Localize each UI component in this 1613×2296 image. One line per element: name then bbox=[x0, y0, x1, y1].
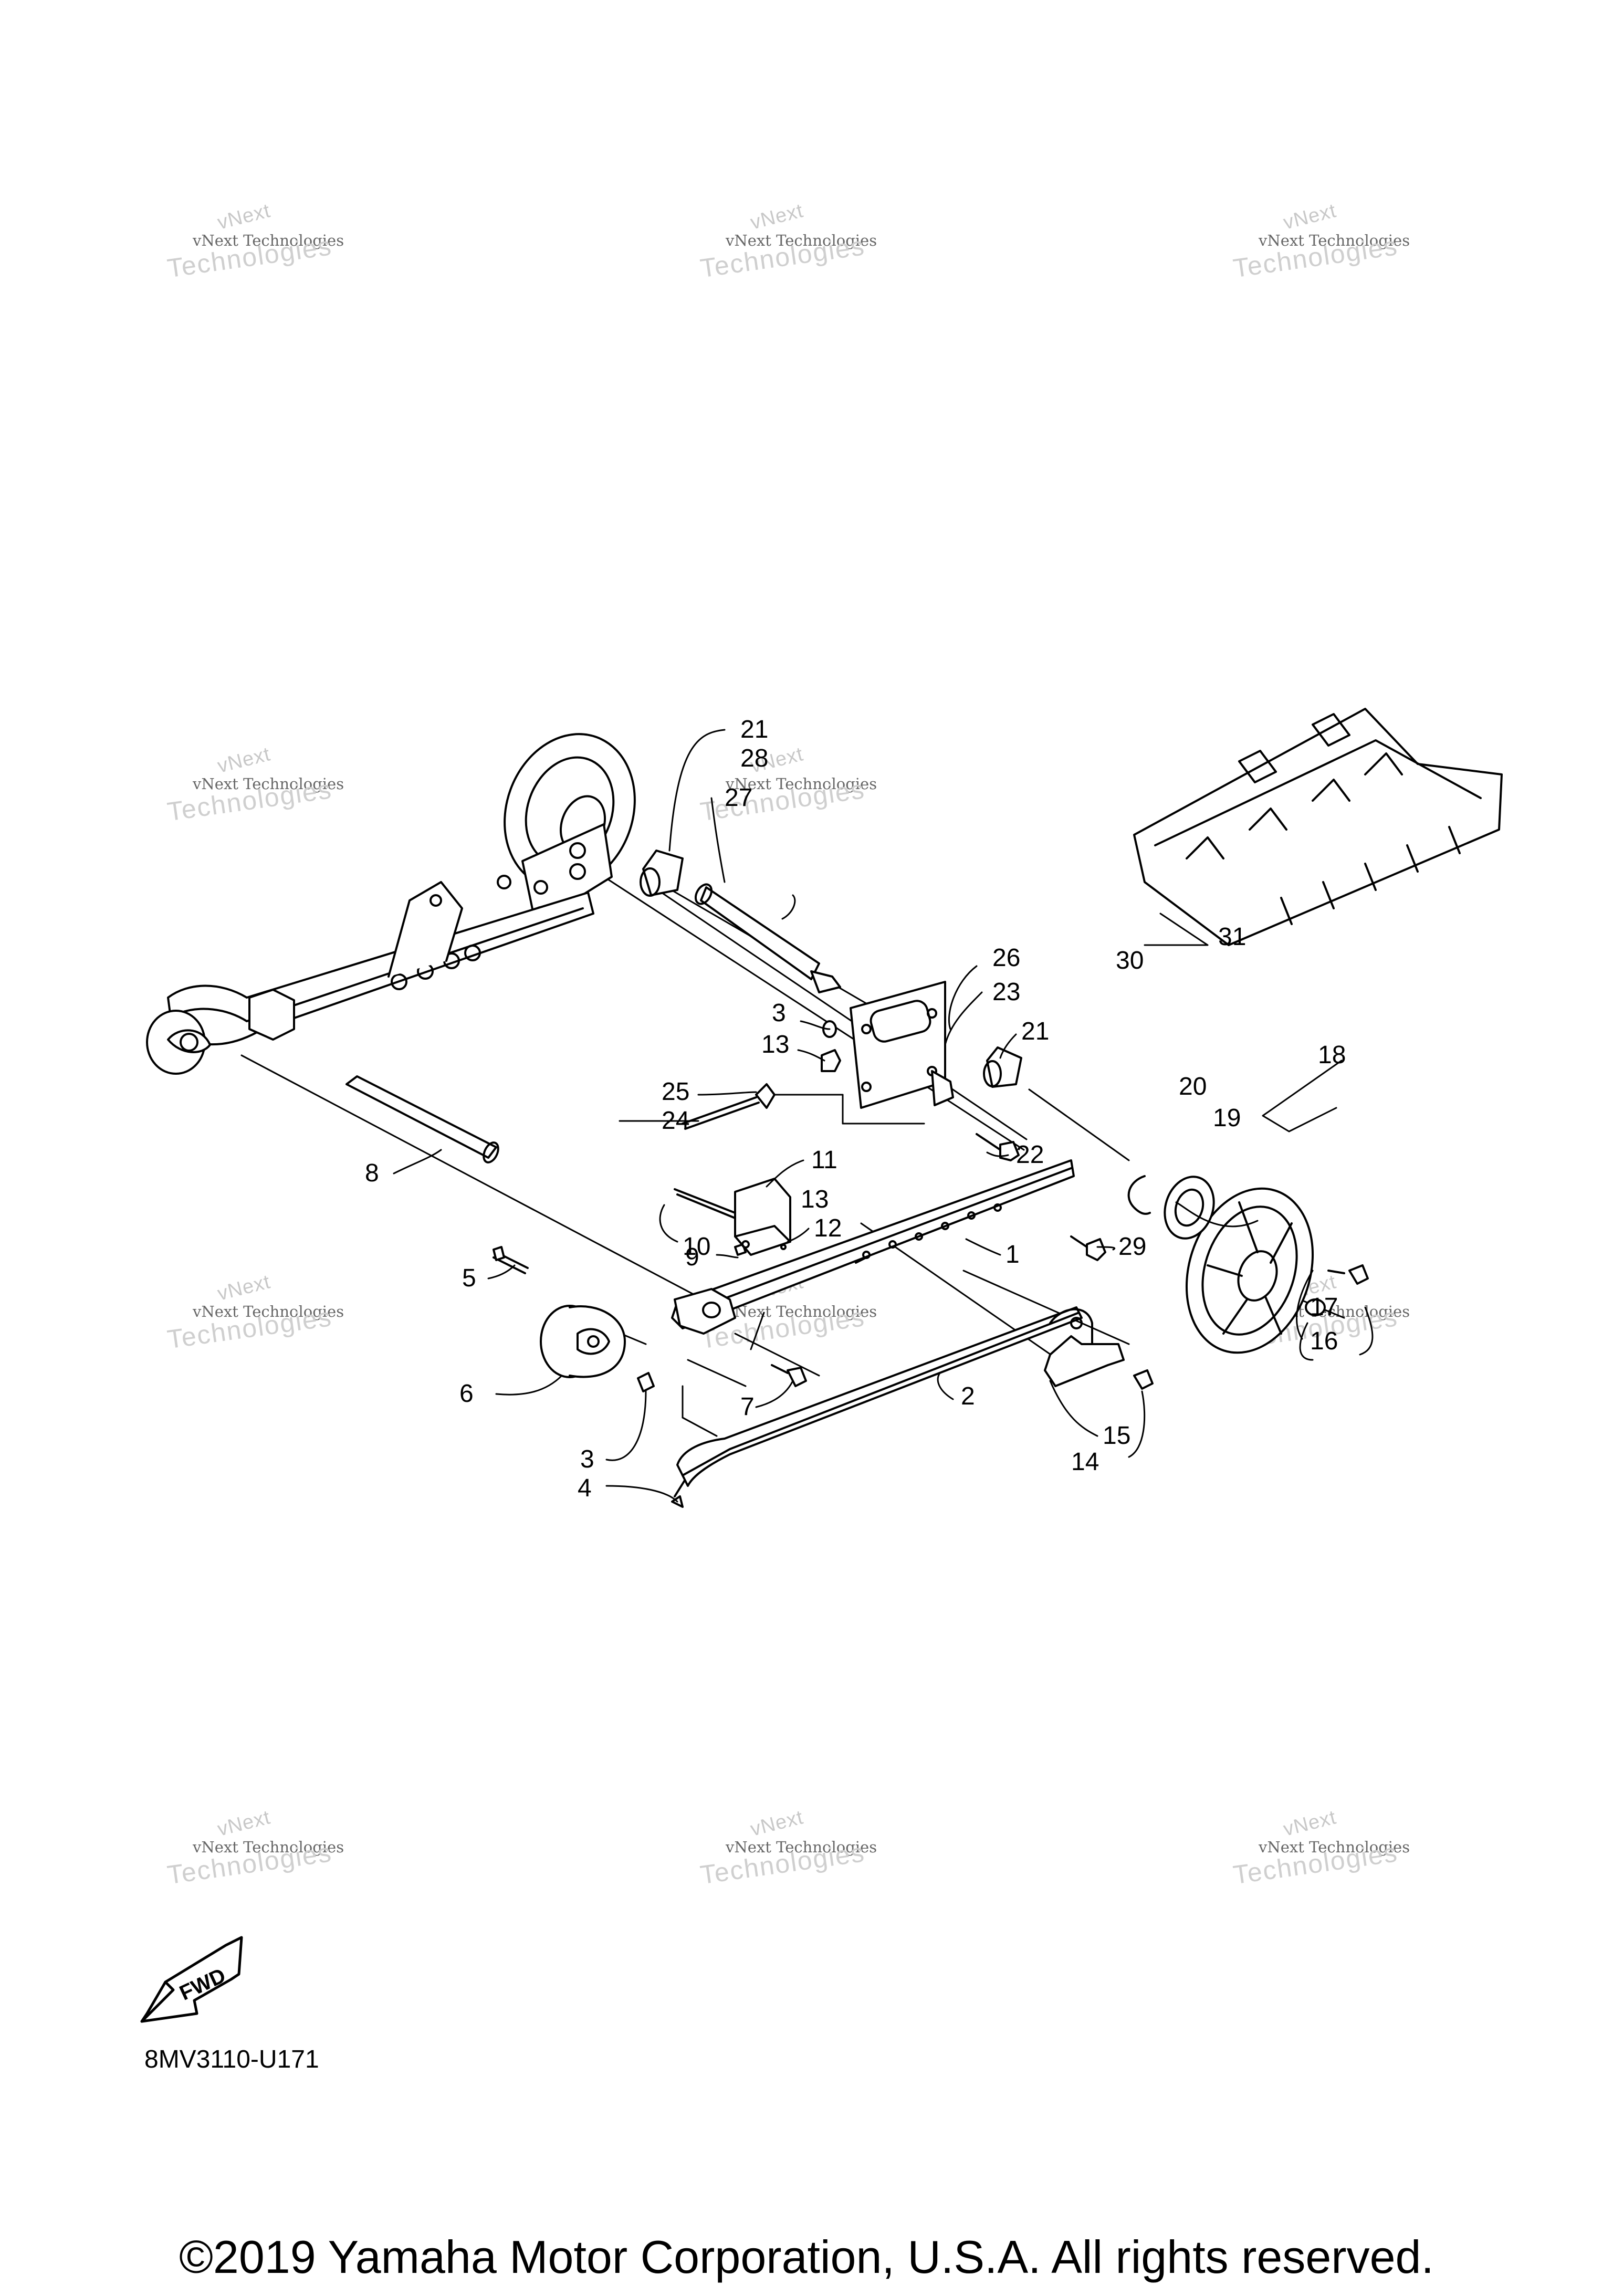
callout: 13 bbox=[761, 1031, 789, 1058]
stopper-block bbox=[674, 1178, 791, 1256]
callout: 12 bbox=[814, 1214, 842, 1242]
callout: 2 bbox=[961, 1382, 975, 1410]
callout: 13 bbox=[801, 1186, 829, 1213]
right-slide-rail bbox=[671, 1159, 1075, 1335]
callout: 30 bbox=[1116, 947, 1144, 974]
callout: 8 bbox=[365, 1159, 379, 1187]
bushing-upper bbox=[640, 850, 684, 897]
callout: 3 bbox=[772, 999, 786, 1027]
callout: 15 bbox=[1103, 1422, 1130, 1450]
copyright-notice: ©2019 Yamaha Motor Corporation, U.S.A. A… bbox=[179, 2231, 1434, 2283]
callout: 10 bbox=[683, 1233, 710, 1261]
callout: 25 bbox=[662, 1078, 689, 1106]
callout: 20 bbox=[1179, 1073, 1207, 1100]
callout: 16 bbox=[1310, 1327, 1338, 1355]
callout: 27 bbox=[725, 784, 752, 812]
center-bracket bbox=[850, 981, 954, 1109]
callout: 17 bbox=[1310, 1293, 1338, 1321]
wear-strip bbox=[676, 1306, 1083, 1487]
callout: 26 bbox=[992, 944, 1020, 972]
callout: 21 bbox=[1021, 1018, 1049, 1045]
spindle-shaft bbox=[694, 883, 841, 993]
fwd-arrow-icon: FWD bbox=[140, 1936, 243, 2023]
callout: 3 bbox=[580, 1445, 594, 1473]
leader-lines bbox=[393, 729, 1374, 1503]
callout-labels: 21 28 27 26 23 3 13 21 25 24 22 18 20 19… bbox=[365, 716, 1346, 1502]
cross-shaft bbox=[345, 1075, 499, 1163]
callout: 23 bbox=[992, 978, 1020, 1006]
callout: 6 bbox=[459, 1380, 474, 1408]
group-brackets bbox=[1144, 913, 1343, 1133]
callout: 9 bbox=[685, 1243, 699, 1271]
rear-bracket bbox=[1044, 1308, 1125, 1387]
callout: 28 bbox=[740, 745, 768, 772]
callout: 4 bbox=[578, 1474, 592, 1502]
callout: 24 bbox=[662, 1107, 689, 1135]
track-section bbox=[1133, 708, 1503, 946]
callout: 18 bbox=[1318, 1041, 1346, 1069]
left-slide-rail bbox=[146, 881, 594, 1075]
callout: 1 bbox=[1005, 1241, 1020, 1268]
callout: 31 bbox=[1218, 923, 1246, 951]
callout: 22 bbox=[1016, 1141, 1044, 1169]
callout: 29 bbox=[1118, 1233, 1146, 1261]
rear-axle-plate bbox=[497, 823, 613, 925]
drive-wheel bbox=[1127, 1175, 1326, 1354]
callout: 11 bbox=[811, 1146, 837, 1174]
callout: 7 bbox=[740, 1393, 755, 1421]
diagram-code: 8MV3110-U171 bbox=[144, 2046, 319, 2073]
callout: 14 bbox=[1071, 1448, 1099, 1476]
bushing-lower bbox=[983, 1046, 1022, 1088]
callout: 19 bbox=[1213, 1104, 1241, 1132]
callout: 21 bbox=[740, 716, 768, 743]
side-wheel bbox=[540, 1305, 626, 1378]
callout: 5 bbox=[462, 1264, 476, 1292]
